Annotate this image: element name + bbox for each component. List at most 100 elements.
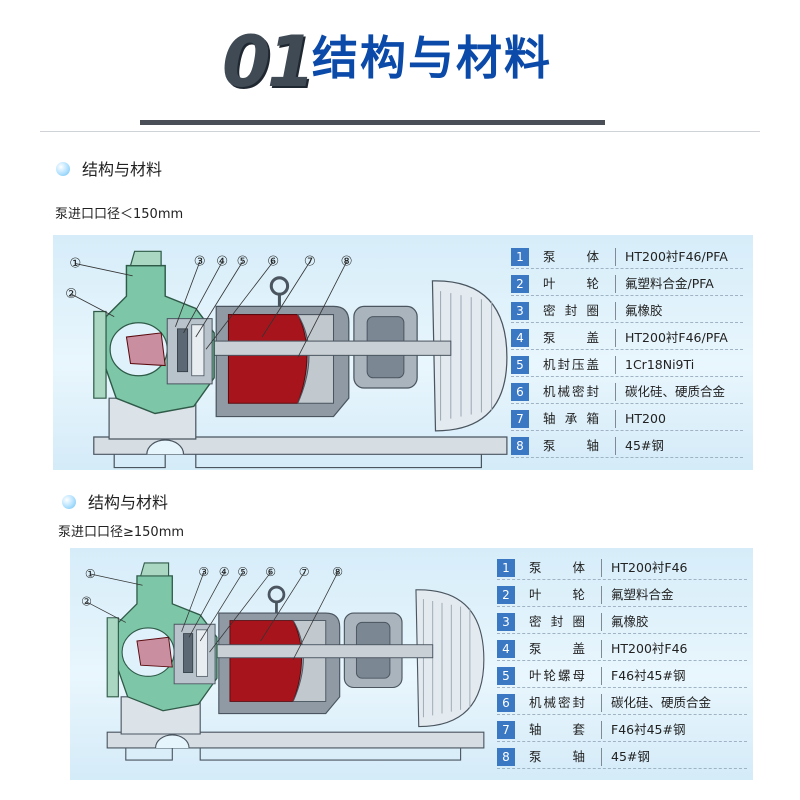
callout-label: ② [65,287,77,302]
row-divider [497,660,747,661]
callout-leader [75,263,133,277]
column-separator [615,383,616,401]
part-number-badge: 1 [511,248,529,266]
part-number-badge: 5 [497,667,515,685]
part-material: F46衬45#钢 [611,668,686,683]
callout-label: ⑦ [299,565,310,579]
part-material: 1Cr18Ni9Ti [625,357,695,372]
callout-label: ⑤ [237,255,249,270]
row-divider [497,579,747,580]
callout-label: ⑦ [304,255,316,270]
part-row: 5 叶轮螺母 F46衬45#钢 [497,664,747,688]
seal-gland [191,324,205,377]
part-name: 轴套 [529,722,585,737]
part-name: 泵轴 [543,438,599,453]
callout-label: ④ [216,255,228,270]
callout-leader [90,573,143,586]
part-number-badge: 8 [497,748,515,766]
section-title: 结构与材料 [88,493,169,512]
column-separator [615,248,616,266]
column-separator [601,586,602,604]
part-name: 机封压盖 [543,357,599,372]
column-separator [601,640,602,658]
impeller [125,332,166,367]
part-material: 氟橡胶 [611,614,649,629]
column-separator [601,721,602,739]
row-divider [497,741,747,742]
part-name: 密封圈 [543,303,599,318]
column-separator [615,329,616,347]
part-name: 叶轮 [529,587,585,602]
bullet-icon [56,162,70,176]
callout-label: ⑧ [332,565,343,579]
pump-cover [173,623,216,685]
part-material: F46衬45#钢 [611,722,686,737]
seal-gland [196,629,209,677]
part-name: 泵体 [543,249,599,264]
part-number-badge: 6 [511,383,529,401]
base-frame [93,436,508,455]
callout-label: ⑥ [265,565,276,579]
part-material: 45#钢 [625,438,664,453]
part-name: 轴承箱 [543,411,599,426]
part-number-badge: 3 [511,302,529,320]
callout-leader [188,572,225,638]
header-divider [40,131,760,132]
header-rule [140,120,605,125]
part-number-badge: 1 [497,559,515,577]
inlet-size-label: 泵进口口径≥150mm [58,525,185,540]
bullet-icon [62,495,76,509]
pump-cover [166,318,213,385]
part-row: 7 轴套 F46衬45#钢 [497,718,747,742]
column-separator [601,613,602,631]
part-material: 氟塑料合金 [611,587,674,602]
part-name: 叶轮螺母 [529,668,585,683]
part-number-badge: 4 [511,329,529,347]
column-separator [601,667,602,685]
callout-label: ② [81,595,92,609]
column-separator [615,275,616,293]
callout-label: ④ [219,565,230,579]
callout-label: ③ [194,255,206,270]
callout-leader [181,572,205,632]
base-feet [113,454,483,469]
column-separator [601,694,602,712]
row-divider [511,430,743,431]
section-title: 结构与材料 [82,160,163,179]
column-separator [601,748,602,766]
callout-leader [183,261,223,334]
mechanical-seal [177,328,189,373]
part-name: 叶轮 [543,276,599,291]
lifting-eye [267,585,286,604]
part-number-badge: 7 [497,721,515,739]
callout-leader [297,261,348,358]
part-material: 碳化硅、硬质合金 [625,384,726,399]
part-number-badge: 3 [497,613,515,631]
callout-leader [86,601,126,623]
part-material: 45#钢 [611,749,650,764]
part-name: 泵盖 [529,641,585,656]
base-frame [106,731,485,749]
callout-leader [175,261,201,327]
callout-label: ① [69,257,81,272]
bearing-end-cover [296,314,335,404]
column-separator [615,302,616,320]
callout-leader [261,261,311,338]
section-number: 01 [222,21,315,103]
